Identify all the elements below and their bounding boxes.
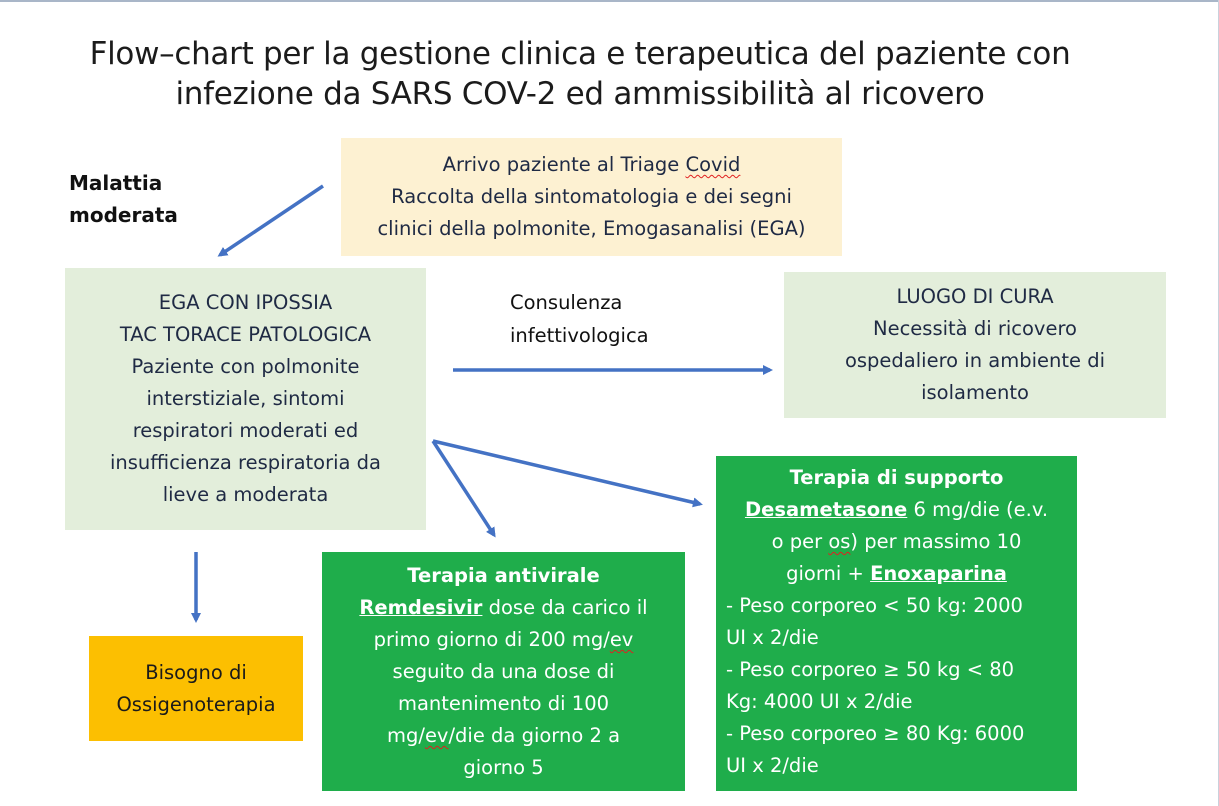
dose-line: - Peso corporeo < 50 kg: 2000 — [726, 594, 1023, 617]
triage-line-2: Raccolta della sintomatologia e dei segn… — [391, 185, 792, 208]
antivirale-line-5-a: mg/ — [386, 724, 425, 747]
supporto-line-2: o per os) per massimo 10 — [772, 526, 1022, 558]
ega-line: Paziente con polmonite — [131, 355, 360, 378]
supporto-os-word: os — [828, 530, 851, 553]
arrow-ega-to-antivirale — [431, 440, 496, 538]
ega-line: lieve a moderata — [162, 483, 329, 506]
supporto-line-1: Desametasone 6 mg/die (e.v. — [745, 494, 1048, 526]
dose-line: - Peso corporeo ≥ 50 kg < 80 — [726, 658, 1015, 681]
supporto-heading: Terapia di supporto — [789, 466, 1004, 489]
arrow-ega-to-supporto — [432, 439, 703, 508]
terapia-supporto-box: Terapia di supporto Desametasone 6 mg/di… — [716, 456, 1077, 791]
luogo-line: Necessità di ricovero — [873, 317, 1077, 340]
ega-line: respiratori moderati ed — [132, 419, 359, 442]
luogo-line: ospedaliero in ambiente di — [844, 349, 1106, 372]
supporto-line-2-a: o per — [771, 530, 829, 553]
ossigeno-line-1: Bisogno di — [145, 660, 247, 684]
terapia-antivirale-box: Terapia antivirale Remdesivir dose da ca… — [322, 552, 685, 791]
supporto-line-2-c: ) per massimo 10 — [850, 530, 1022, 553]
antivirale-line-1-rest: dose da carico il — [482, 596, 648, 619]
dose-line: - Peso corporeo ≥ 80 Kg: 6000 — [726, 722, 1025, 745]
antivirale-line-6: giorno 5 — [463, 756, 544, 779]
antivirale-line-5: mg/ev/die da giorno 2 a — [387, 720, 620, 752]
antivirale-line-2: primo giorno di 200 mg/ev — [374, 624, 634, 656]
antivirale-ev-word-2: ev — [424, 724, 449, 747]
ega-line: EGA CON IPOSSIA — [158, 291, 333, 314]
triage-box: Arrivo paziente al Triage Covid Raccolta… — [341, 138, 842, 256]
ega-line: insufficienza respiratoria da — [109, 451, 382, 474]
dose-line: UI x 2/die — [726, 754, 819, 777]
dose-line: UI x 2/die — [726, 626, 819, 649]
desametasone-drug: Desametasone — [744, 498, 908, 521]
consulenza-label-line-1: Consulenza — [510, 291, 623, 314]
top-border-line — [0, 0, 1219, 2]
supporto-line-3-a: giorni + — [786, 562, 871, 585]
triage-line-1-text: Arrivo paziente al Triage — [442, 153, 686, 176]
title-line-2: infezione da SARS COV-2 ed ammissibilità… — [175, 76, 985, 112]
ega-box: EGA CON IPOSSIA TAC TORACE PATOLOGICA Pa… — [65, 268, 426, 530]
ega-line: interstiziale, sintomi — [146, 387, 345, 410]
triage-covid-word: Covid — [685, 153, 741, 176]
luogo-di-cura-box: LUOGO DI CURA Necessità di ricovero ospe… — [784, 272, 1166, 418]
triage-line-1: Arrivo paziente al Triage Covid — [443, 149, 741, 181]
antivirale-line-5-c: /die da giorno 2 a — [448, 724, 621, 747]
supporto-line-3: giorni + Enoxaparina — [786, 558, 1007, 590]
malattia-label-line-2: moderata — [69, 203, 178, 227]
antivirale-line-2-text: primo giorno di 200 mg/ — [373, 628, 610, 651]
supporto-line-1-rest: 6 mg/die (e.v. — [907, 498, 1049, 521]
luogo-line: isolamento — [921, 381, 1029, 404]
antivirale-line-1: Remdesivir dose da carico il — [359, 592, 647, 624]
triage-line-3: clinici della polmonite, Emogasanalisi (… — [377, 217, 806, 240]
antivirale-ev-word: ev — [609, 628, 634, 651]
malattia-moderata-label: Malattia moderata — [69, 167, 178, 231]
title-line-1: Flow–chart per la gestione clinica e ter… — [89, 36, 1071, 72]
antivirale-heading: Terapia antivirale — [407, 564, 600, 587]
antivirale-line-3: seguito da una dose di — [392, 660, 615, 683]
luogo-line: LUOGO DI CURA — [896, 285, 1054, 308]
ega-line: TAC TORACE PATOLOGICA — [119, 323, 372, 346]
consulenza-label: Consulenza infettivologica — [510, 286, 649, 352]
arrow-triage-to-ega — [217, 184, 324, 257]
page-title: Flow–chart per la gestione clinica e ter… — [60, 34, 1100, 114]
ossigeno-line-2: Ossigenoterapia — [116, 692, 276, 716]
supporto-dose-list: - Peso corporeo < 50 kg: 2000 UI x 2/die… — [716, 590, 1077, 782]
dose-line: Kg: 4000 UI x 2/die — [726, 690, 913, 713]
antivirale-line-4: mantenimento di 100 — [397, 692, 610, 715]
consulenza-label-line-2: infettivologica — [510, 324, 649, 347]
remdesivir-drug: Remdesivir — [359, 596, 483, 619]
malattia-label-line-1: Malattia — [69, 171, 163, 195]
ossigenoterapia-box: Bisogno di Ossigenoterapia — [89, 636, 303, 741]
enoxaparina-drug: Enoxaparina — [870, 562, 1007, 585]
